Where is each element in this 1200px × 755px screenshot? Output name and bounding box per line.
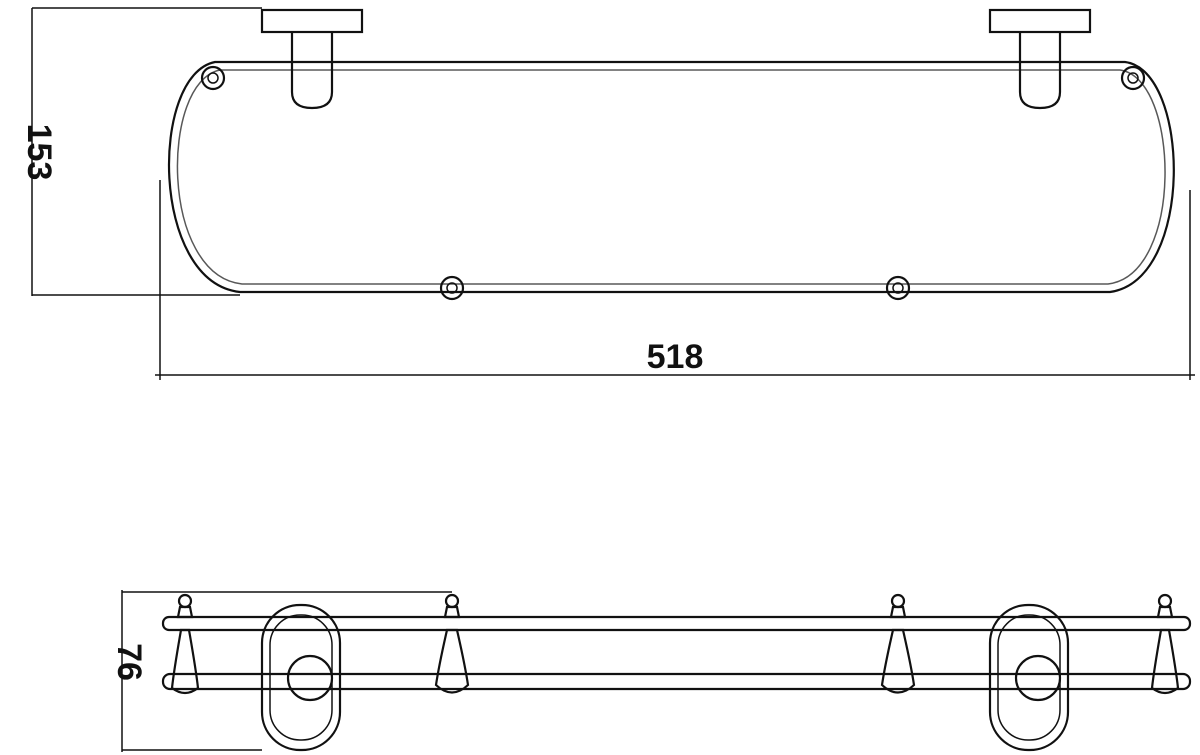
top-view: 153 518 [20, 7, 1195, 380]
rails [161, 615, 1192, 691]
wall-mount-left [260, 8, 364, 110]
side-height-dimension: 76 [110, 590, 452, 752]
post [170, 593, 200, 695]
side-height-label: 76 [110, 643, 148, 681]
post [880, 593, 916, 694]
height-label: 153 [20, 124, 58, 181]
side-view: 76 [110, 590, 1192, 752]
mount-oval-left [260, 603, 342, 752]
posts [170, 593, 1180, 695]
post [434, 593, 470, 694]
mount-oval-right [988, 603, 1070, 752]
screw-icons [200, 65, 1146, 301]
wall-mount-right [988, 8, 1092, 110]
post [1150, 593, 1180, 695]
width-dimension: 518 [155, 180, 1195, 380]
width-label: 518 [647, 338, 704, 376]
height-dimension: 153 [20, 7, 262, 296]
shelf-outline [167, 60, 1175, 294]
